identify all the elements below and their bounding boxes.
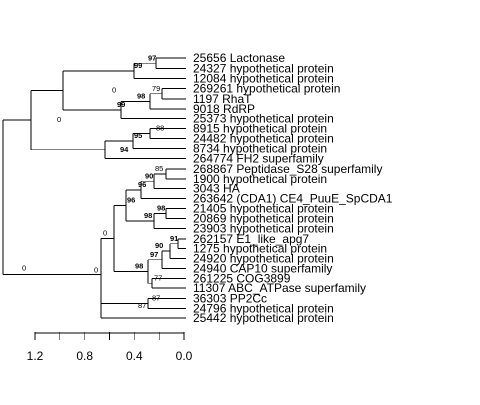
leaf-label: 24940 CAP10 superfamily: [193, 262, 332, 276]
support-value: 87: [138, 301, 146, 310]
support-value: 98: [144, 211, 152, 220]
leaf-label: 1197 RhaT: [193, 92, 252, 106]
support-value: 0: [103, 228, 107, 237]
support-value: 88: [156, 124, 164, 133]
support-value: 99: [117, 100, 125, 109]
leaf-label: 1900 hypothetical protein: [193, 172, 327, 186]
support-value: 96: [138, 180, 146, 189]
support-value: 99: [134, 61, 142, 70]
leaf-label: 268867 Peptidase_S28 superfamily: [193, 162, 382, 176]
leaf-label: 263642 (CDA1) CE4_PuuE_SpCDA1: [193, 192, 393, 206]
leaf-label: 20869 hypothetical protein: [193, 212, 334, 226]
leaf-label: 264774 FH2 superfamily: [193, 152, 324, 166]
support-value: 98: [157, 204, 165, 213]
support-value: 97: [150, 250, 158, 259]
leaf-label: 9018 RdRP: [193, 102, 255, 116]
support-value: 0: [22, 264, 26, 273]
leaf-label: 12084 hypothetical protein: [193, 72, 334, 86]
scale-tick-label: 0.0: [176, 349, 193, 363]
leaf-label: 25373 hypothetical protein: [193, 112, 334, 126]
support-value: 98: [137, 91, 145, 100]
leaf-label: 25656 Lactonase: [193, 51, 285, 65]
leaf-label: 8734 hypothetical protein: [193, 142, 327, 156]
leaf-label: 24920 hypothetical protein: [193, 252, 334, 266]
support-value: 91: [170, 234, 178, 243]
leaf-label: 25442 hypothetical protein: [193, 311, 334, 325]
distance-scale-axis: 1.2 0.8 0.4 0.0: [27, 332, 193, 363]
support-value: 94: [120, 145, 129, 154]
scale-tick-label: 0.8: [76, 349, 93, 363]
support-value: 77: [154, 273, 162, 282]
support-value: 79: [152, 84, 160, 93]
support-value: 0: [94, 266, 98, 275]
leaf-label: 24482 hypothetical protein: [193, 132, 334, 146]
leaf-label: 261225 COG3899: [193, 272, 291, 286]
support-value: 0: [57, 115, 61, 124]
support-value: 95: [134, 131, 142, 140]
scale-tick-label: 0.4: [126, 349, 143, 363]
leaf-label: 262157 E1_like_apg7: [193, 232, 309, 246]
leaf-label: 21405 hypothetical protein: [193, 202, 334, 216]
support-value: 97: [148, 53, 156, 62]
support-value: 98: [135, 262, 143, 271]
support-value: 85: [155, 164, 163, 173]
leaf-label: 24327 hypothetical protein: [193, 62, 334, 76]
support-value: 90: [155, 241, 163, 250]
leaf-label: 3043 HA: [193, 182, 240, 196]
leaf-label: 1275 hypothetical protein: [193, 242, 327, 256]
leaf-label: 23903 hypothetical protein: [193, 222, 334, 236]
leaf-label: 36303 PP2Cc: [193, 292, 267, 306]
leaf-label: 269261 hypothetical protein: [193, 82, 340, 96]
support-value: 0: [112, 85, 116, 94]
support-value: 90: [145, 171, 153, 180]
support-value: 87: [152, 294, 160, 303]
leaf-label: 8915 hypothetical protein: [193, 122, 327, 136]
tree-branches: [2, 57, 186, 319]
support-value: 96: [127, 195, 135, 204]
leaf-label: 24796 hypothetical protein: [193, 302, 334, 316]
leaf-label: 11307 ABC_ATPase superfamily: [193, 281, 366, 295]
scale-tick-label: 1.2: [27, 349, 44, 363]
